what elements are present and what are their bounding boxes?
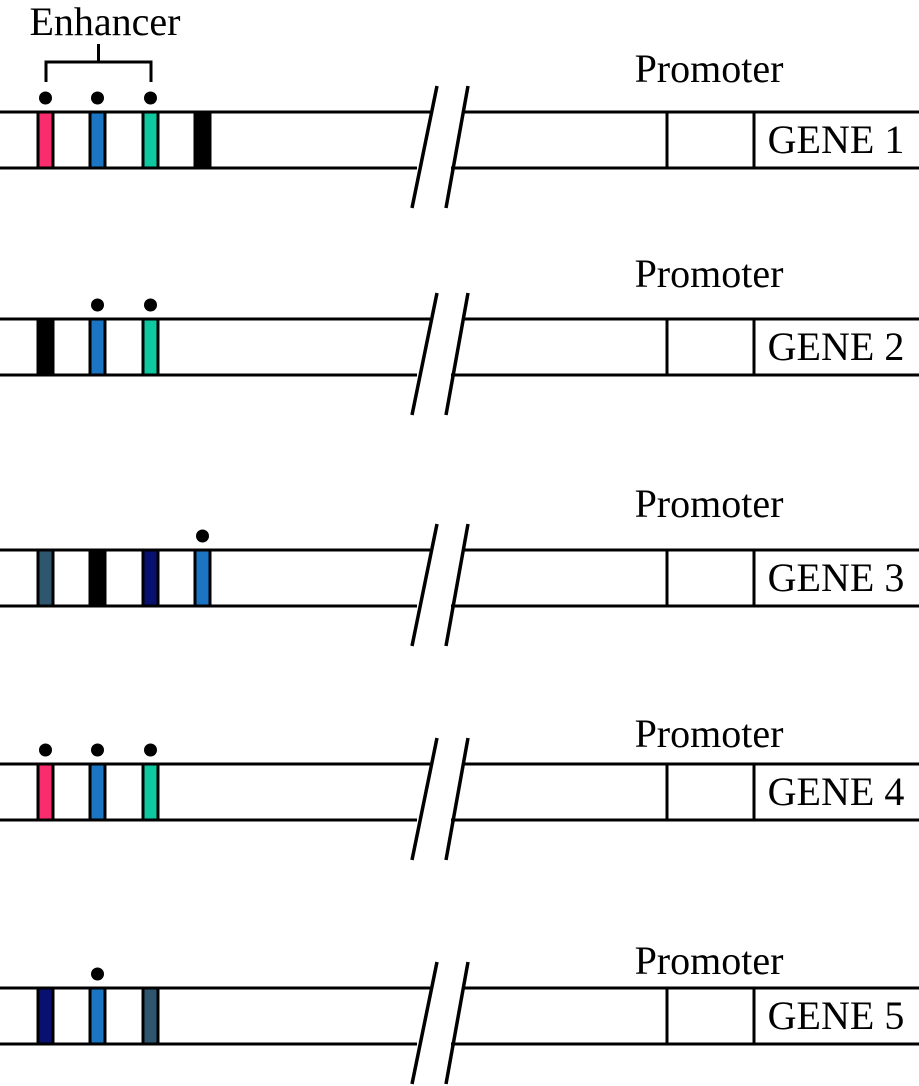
promoter-label: Promoter bbox=[635, 481, 784, 526]
binding-site-teal bbox=[141, 110, 160, 170]
strand-break-slash-right bbox=[444, 292, 470, 416]
binding-site-pink bbox=[36, 110, 55, 170]
binding-site-blue bbox=[88, 317, 107, 377]
binding-site-blue bbox=[193, 548, 212, 608]
binding-site-black bbox=[193, 110, 212, 170]
bound-protein-dot bbox=[39, 743, 52, 757]
binding-site-black bbox=[36, 317, 55, 377]
binding-site-blue bbox=[88, 762, 107, 822]
bound-protein-dot bbox=[39, 91, 52, 105]
strand-break-slash-right bbox=[444, 737, 470, 861]
strand-break-slash-left bbox=[410, 85, 439, 209]
bound-protein-dot bbox=[144, 743, 157, 757]
strand-break-slash-right bbox=[444, 85, 470, 209]
bound-protein-dot bbox=[91, 967, 104, 981]
binding-site-teal bbox=[141, 317, 160, 377]
binding-site-slate bbox=[141, 986, 160, 1046]
gene-label: GENE 2 bbox=[768, 324, 905, 369]
strand-break-slash-right bbox=[444, 961, 470, 1085]
bound-protein-dot bbox=[196, 529, 209, 543]
bound-protein-dot bbox=[144, 91, 157, 105]
binding-site-blue bbox=[88, 986, 107, 1046]
strand-break-slash-right bbox=[444, 523, 470, 647]
binding-site-slate bbox=[36, 548, 55, 608]
bound-protein-dot bbox=[91, 743, 104, 757]
bound-protein-dot bbox=[91, 298, 104, 312]
promoter-label: Promoter bbox=[635, 711, 784, 756]
binding-site-blue bbox=[88, 110, 107, 170]
strand-break-slash-left bbox=[410, 292, 439, 416]
bound-protein-dot bbox=[91, 91, 104, 105]
binding-site-black bbox=[88, 548, 107, 608]
promoter-label: Promoter bbox=[635, 251, 784, 296]
gene-label: GENE 4 bbox=[768, 769, 905, 814]
bound-protein-dot bbox=[144, 298, 157, 312]
binding-site-navy bbox=[36, 986, 55, 1046]
gene-label: GENE 5 bbox=[768, 993, 905, 1038]
strand-break-slash-left bbox=[410, 737, 439, 861]
binding-site-teal bbox=[141, 762, 160, 822]
binding-site-navy bbox=[141, 548, 160, 608]
gene-label: GENE 3 bbox=[768, 555, 905, 600]
binding-site-pink bbox=[36, 762, 55, 822]
strand-break-slash-left bbox=[410, 523, 439, 647]
gene-label: GENE 1 bbox=[768, 117, 905, 162]
promoter-label: Promoter bbox=[635, 938, 784, 983]
strand-break-slash-left bbox=[410, 961, 439, 1085]
promoter-label: Promoter bbox=[635, 46, 784, 91]
enhancer-label: Enhancer bbox=[29, 0, 180, 44]
enhancer-bracket bbox=[44, 44, 153, 82]
